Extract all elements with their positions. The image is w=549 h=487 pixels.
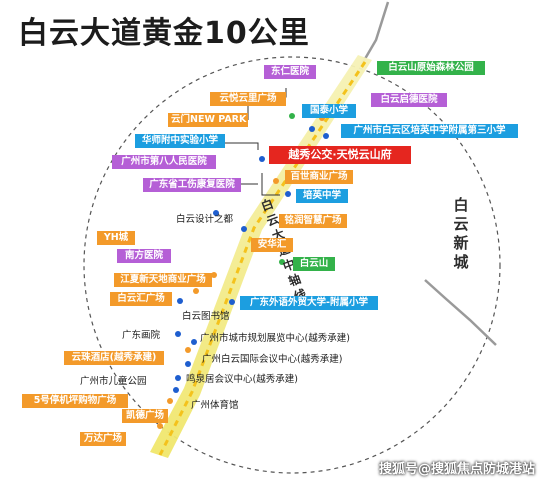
poi-label-nanfang-hospital: 南方医院 <box>117 249 171 263</box>
district-boundary <box>360 1 390 65</box>
poi-label-design-capital: 白云设计之都 <box>176 214 234 225</box>
poi-label-conference-center: 广州白云国际会议中心(越秀承建) <box>202 354 343 365</box>
poi-label-jiangxia-plaza: 江夏新天地商业广场 <box>114 273 212 287</box>
poi-label-gymnasium: 广州体育馆 <box>191 400 239 411</box>
poi-label-baiyun-library: 白云图书馆 <box>182 311 230 322</box>
poi-label-yh-city: YH城 <box>97 231 135 245</box>
poi-label-baishi-plaza: 百世商业广场 <box>285 170 353 184</box>
poi-label-baiyunhui-plaza: 白云汇广场 <box>110 292 172 306</box>
poi-label-yunzhu-hotel: 云珠酒店(越秀承建) <box>64 351 164 365</box>
poi-label-dongren-hospital: 东仁医院 <box>264 65 316 79</box>
district-boundary-east <box>424 279 497 346</box>
poi-label-peiying-third-school: 广州市白云区培英中学附属第三小学 <box>341 124 518 138</box>
poi-label-anhuahui: 安华汇 <box>251 238 293 252</box>
watermark: 搜狐号@搜狐焦点防城港站 <box>378 462 535 477</box>
range-circle <box>83 56 501 474</box>
poi-label-children-park: 广州市儿童公园 <box>80 376 147 387</box>
poi-label-apron-mall: 5号停机坪购物广场 <box>22 394 128 408</box>
poi-label-planning-center: 广州市城市规划展览中心(越秀承建) <box>200 333 350 344</box>
poi-label-yunmen-park: 云门NEW PARK <box>168 113 248 127</box>
poi-label-huashi-school: 华师附中实验小学 <box>135 134 225 148</box>
poi-label-peiying-middle: 培英中学 <box>296 189 348 203</box>
poi-label-baiyun-mountain: 白云山 <box>293 257 335 271</box>
poi-label-injury-hospital: 广东省工伤康复医院 <box>143 178 241 192</box>
poi-label-guotai-school: 国泰小学 <box>302 104 356 118</box>
highlight-label: 越秀公交·天悦云山府 <box>269 146 411 164</box>
poi-label-yunyue-plaza: 云悦云里广场 <box>210 92 286 106</box>
poi-label-qide-hospital: 白云启德医院 <box>371 93 447 107</box>
road-axis-line <box>158 61 367 456</box>
poi-label-capitamall: 凯德广场 <box>122 409 168 423</box>
page-title: 白云大道黄金10公里 <box>18 16 310 51</box>
poi-label-mingrun-plaza: 铭润智慧广场 <box>279 214 347 228</box>
poi-label-wanda-plaza: 万达广场 <box>80 432 126 446</box>
poi-label-gdufs-school: 广东外语外贸大学-附属小学 <box>240 296 378 310</box>
main-road-band <box>150 55 372 458</box>
poi-label-eighth-hospital: 广州市第八人民医院 <box>112 155 216 169</box>
district-name: 白云新城 <box>453 196 469 271</box>
poi-label-art-academy: 广东画院 <box>122 330 161 341</box>
poi-label-mingquan-center: 鸣泉居会议中心(越秀承建) <box>186 374 298 385</box>
district-label: 白云新城 <box>452 196 470 272</box>
poi-label-forest-park: 白云山原始森林公园 <box>377 61 485 75</box>
